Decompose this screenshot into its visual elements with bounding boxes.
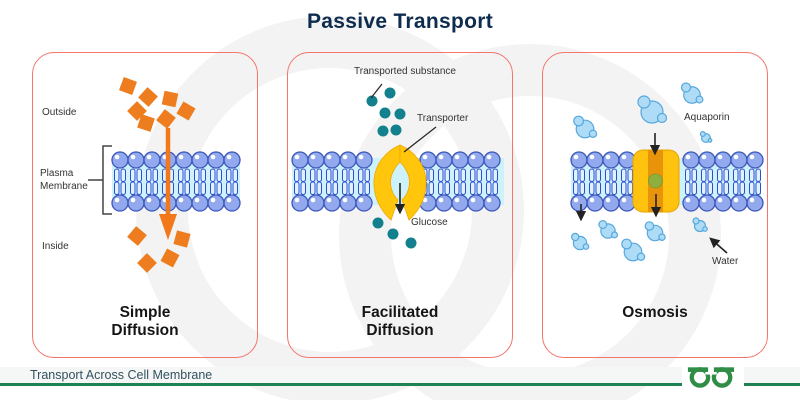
water-molecule: [680, 82, 704, 104]
transported-substance-pointer: [370, 83, 383, 99]
label-outside: Outside: [42, 107, 77, 118]
panel-title-osmosis: Osmosis: [622, 304, 688, 321]
water-molecules: [571, 82, 713, 262]
label-inside: Inside: [42, 241, 69, 252]
label-transported-substance: Transported substance: [354, 66, 456, 77]
footer-bar-right: [744, 367, 800, 386]
panel-simple-diffusion: [32, 52, 258, 358]
label-glucose: Glucose: [411, 217, 448, 228]
footer-bar: Transport Across Cell Membrane: [0, 367, 682, 386]
water-molecule: [637, 95, 668, 124]
transporter-protein-icon: [373, 144, 427, 221]
flow-arrows: [394, 133, 728, 254]
panel-title-simple-diffusion: Simple Diffusion: [111, 304, 179, 339]
water-molecule: [598, 220, 619, 239]
plasma-membrane-bracket: [88, 145, 112, 215]
water-molecule: [699, 131, 713, 144]
water-molecule: [571, 232, 590, 251]
page-title: Passive Transport: [306, 10, 494, 33]
transported-substance-dots: [366, 87, 417, 249]
panel-title-facilitated-diffusion: Facilitated Diffusion: [361, 304, 439, 339]
plasma-membrane-simple: [111, 151, 241, 212]
footer-caption: Transport Across Cell Membrane: [30, 368, 213, 382]
label-water: Water: [712, 256, 739, 267]
label-aquaporin: Aquaporin: [684, 112, 730, 123]
transporter-pointer: [403, 126, 437, 153]
panel-osmosis: [542, 52, 768, 358]
water-molecule: [692, 217, 708, 233]
panel-facilitated-diffusion: [287, 52, 513, 358]
water-molecule: [621, 238, 646, 262]
label-plasma-membrane: Plasma Membrane: [40, 168, 88, 192]
diffusion-arrow: [159, 128, 177, 240]
water-molecule: [644, 221, 666, 242]
water-molecule: [573, 115, 598, 139]
geeksforgeeks-logo-icon: [687, 365, 735, 388]
label-transporter: Transporter: [417, 113, 469, 124]
